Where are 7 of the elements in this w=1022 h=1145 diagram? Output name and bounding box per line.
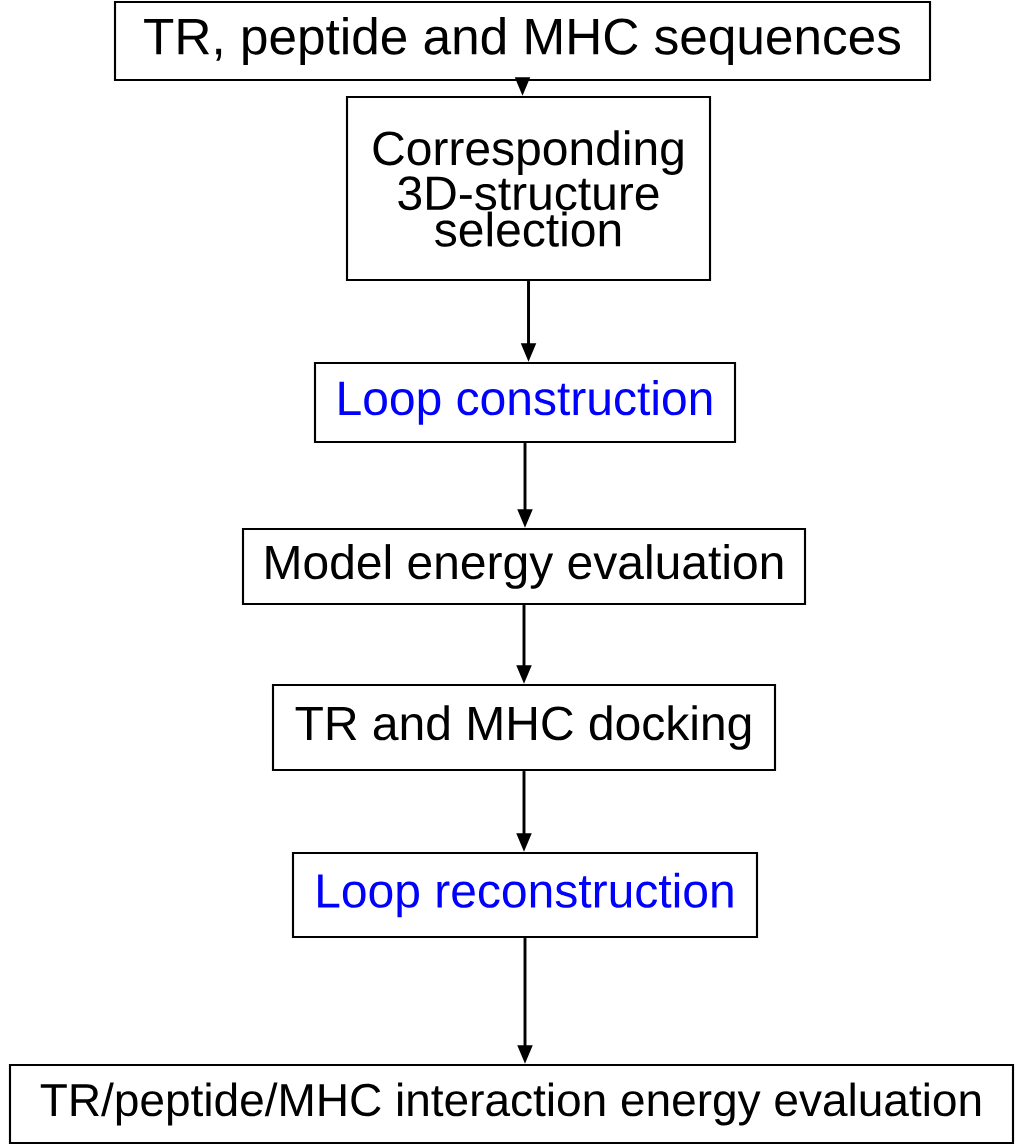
process-box: TR/peptide/MHC interaction energy evaluation bbox=[8, 1063, 1015, 1145]
process-box: Model energy evaluation bbox=[241, 527, 807, 606]
process-box: TR and MHC docking bbox=[271, 683, 777, 772]
process-box: TR, peptide and MHC sequences bbox=[113, 0, 932, 82]
process-box: Corresponding 3D-structure selection bbox=[345, 95, 712, 282]
process-box: Loop construction bbox=[313, 361, 737, 444]
process-box: Loop reconstruction bbox=[291, 851, 759, 939]
